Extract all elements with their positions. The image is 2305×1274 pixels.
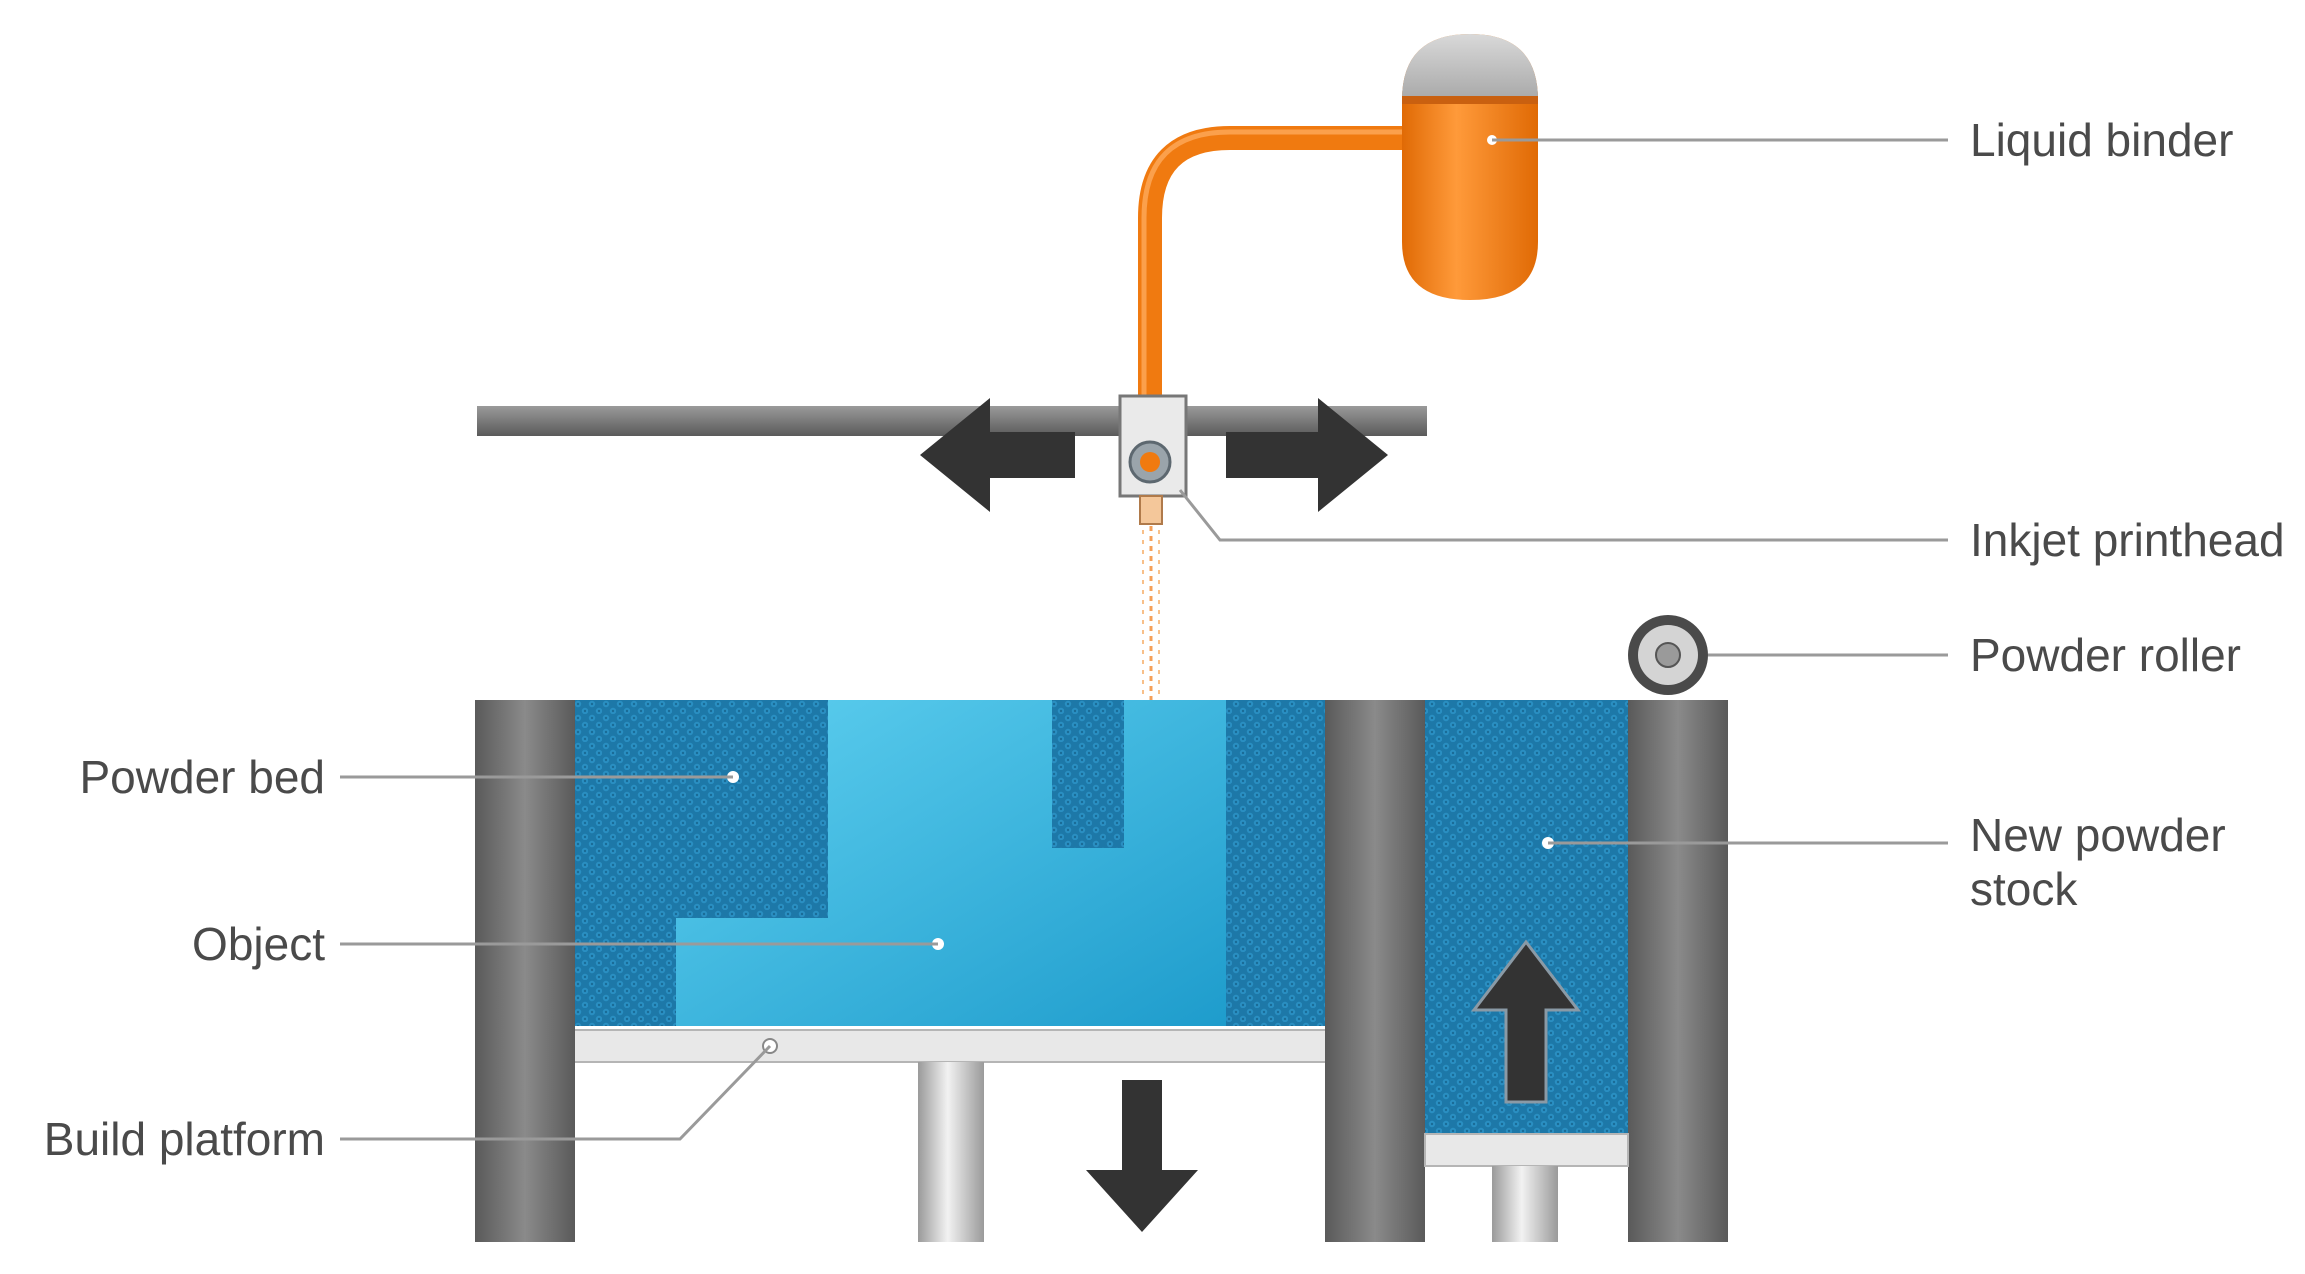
label-liquid-binder: Liquid binder bbox=[1970, 114, 2234, 166]
build-piston bbox=[918, 1062, 984, 1242]
right-wall bbox=[1628, 700, 1728, 1242]
left-wall bbox=[475, 700, 575, 1242]
leader-lines bbox=[340, 138, 1948, 1141]
label-powder-bed: Powder bed bbox=[79, 751, 326, 803]
liquid-binder-tank bbox=[1402, 34, 1538, 300]
middle-wall bbox=[1325, 700, 1425, 1242]
powder-roller bbox=[1628, 615, 1708, 695]
up-arrow-icon bbox=[1470, 939, 1582, 1104]
down-arrow-icon bbox=[1086, 1080, 1198, 1232]
label-powder-roller: Powder roller bbox=[1970, 629, 2241, 681]
label-inkjet-printhead: Inkjet printhead bbox=[1970, 514, 2285, 566]
label-build-platform: Build platform bbox=[43, 1113, 325, 1165]
build-platform bbox=[569, 1029, 1331, 1063]
feed-piston bbox=[1492, 1166, 1558, 1242]
right-arrow-icon bbox=[1226, 398, 1388, 512]
feed-platform bbox=[1424, 1133, 1629, 1167]
left-arrow-icon bbox=[920, 398, 1075, 512]
label-object: Object bbox=[192, 918, 325, 970]
inkjet-printhead bbox=[1118, 394, 1188, 700]
label-new-powder-stock: New powder stock bbox=[1970, 809, 2226, 915]
binder-tube bbox=[1138, 126, 1414, 472]
